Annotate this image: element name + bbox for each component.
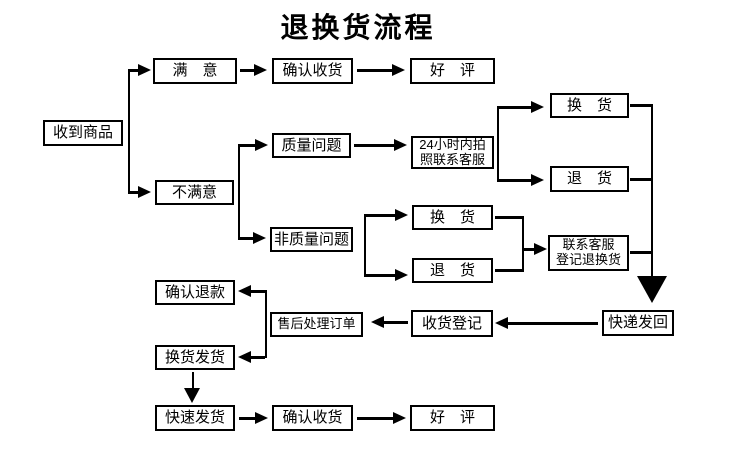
- arrowhead-to-satisfied: [138, 64, 151, 76]
- line-satisfied-confirm: [240, 69, 254, 72]
- arrowhead-fastship-confirm: [255, 412, 268, 424]
- node-confirm-refund: 确认退款: [155, 280, 235, 305]
- rail-unsatisfied-branch: [238, 144, 240, 239]
- line-to-exchange-mid: [364, 214, 395, 217]
- node-exchange-top: 换 货: [550, 93, 629, 118]
- node-received-goods: 收到商品: [43, 120, 123, 146]
- node-non-quality-issue: 非质量问题: [270, 227, 353, 252]
- rail-right-converge: [651, 104, 653, 278]
- node-satisfied: 满 意: [153, 58, 237, 84]
- arrowhead-to-quality: [255, 139, 268, 151]
- node-quality-issue: 质量问题: [272, 133, 351, 158]
- line-confirm-goodreview-bottom: [357, 417, 393, 420]
- page-title: 退换货流程: [280, 12, 436, 43]
- arrowhead-to-return-mid: [395, 269, 408, 281]
- node-receipt-register: 收货登记: [411, 310, 493, 337]
- arrowhead-receipt-aftersales: [371, 316, 384, 328]
- arrowhead-confirm-goodreview-bottom: [393, 412, 406, 424]
- line-receipt-aftersales: [384, 321, 408, 324]
- node-return-top: 退 货: [550, 166, 629, 192]
- node-express-return: 快递发回: [602, 310, 674, 336]
- node-good-review-bottom: 好 评: [410, 405, 495, 431]
- arrowhead-quality-photo24h: [394, 139, 407, 151]
- line-to-quality: [238, 144, 255, 147]
- arrowhead-confirm-goodreview: [392, 64, 405, 76]
- rail-mid-converge: [522, 216, 524, 272]
- rail-received-branch: [128, 69, 130, 193]
- rail-nonquality-branch: [364, 214, 366, 276]
- down-arrowhead-fastship: [184, 388, 200, 403]
- line-return-top-out: [630, 178, 653, 181]
- line-to-confirm-refund: [251, 290, 265, 293]
- arrowhead-express-receipt: [495, 317, 508, 329]
- line-exchange-mid-out: [495, 216, 524, 219]
- arrowhead-to-return-top: [531, 174, 544, 186]
- node-photo-24h-contact-cs: 24小时内拍 照联系客服: [411, 136, 494, 169]
- node-exchange-shipment: 换货发货: [155, 345, 235, 370]
- line-fastship-confirm: [239, 417, 255, 420]
- line-return-mid-out: [495, 269, 524, 272]
- arrowhead-to-exchange-top: [531, 101, 544, 113]
- node-confirm-receipt-bottom: 确认收货: [272, 405, 353, 431]
- node-exchange-mid: 换 货: [412, 205, 493, 230]
- node-confirm-receipt-top: 确认收货: [272, 58, 353, 84]
- line-to-unsatisfied: [128, 191, 138, 194]
- node-unsatisfied: 不满意: [155, 180, 234, 205]
- line-to-return-top: [497, 179, 531, 182]
- rail-aftersales-branch: [265, 290, 267, 358]
- line-to-nonquality: [238, 237, 253, 240]
- line-quality-photo24h: [354, 144, 394, 147]
- arrowhead-satisfied-confirm: [254, 64, 267, 76]
- node-contact-cs-register: 联系客服 登记退换货: [548, 235, 629, 271]
- arrowhead-to-exchange-mid: [395, 209, 408, 221]
- line-express-receipt: [508, 322, 598, 325]
- node-aftersales-order: 售后处理订单: [270, 312, 363, 337]
- arrowhead-to-exchange-ship: [238, 351, 251, 363]
- node-fast-shipment: 快速发货: [155, 405, 235, 431]
- line-to-exchange-top: [497, 106, 531, 109]
- line-exchangeship-fastship: [192, 372, 194, 389]
- line-confirm-goodreview: [357, 69, 392, 72]
- big-down-arrowhead-express-return: [637, 276, 667, 303]
- arrowhead-to-nonquality: [253, 232, 266, 244]
- node-good-review-top: 好 评: [410, 58, 495, 84]
- line-to-return-mid: [364, 274, 395, 277]
- line-to-exchange-ship: [251, 356, 265, 359]
- arrowhead-to-unsatisfied: [138, 186, 151, 198]
- line-to-contact-cs: [522, 248, 534, 251]
- node-return-mid: 退 货: [412, 258, 493, 283]
- rail-photo24h-branch: [497, 106, 499, 181]
- line-to-satisfied: [128, 69, 138, 72]
- arrowhead-to-confirm-refund: [238, 285, 251, 297]
- arrowhead-to-contact-cs: [534, 243, 547, 255]
- line-exchange-top-out: [630, 104, 653, 107]
- line-contact-cs-out: [630, 251, 653, 254]
